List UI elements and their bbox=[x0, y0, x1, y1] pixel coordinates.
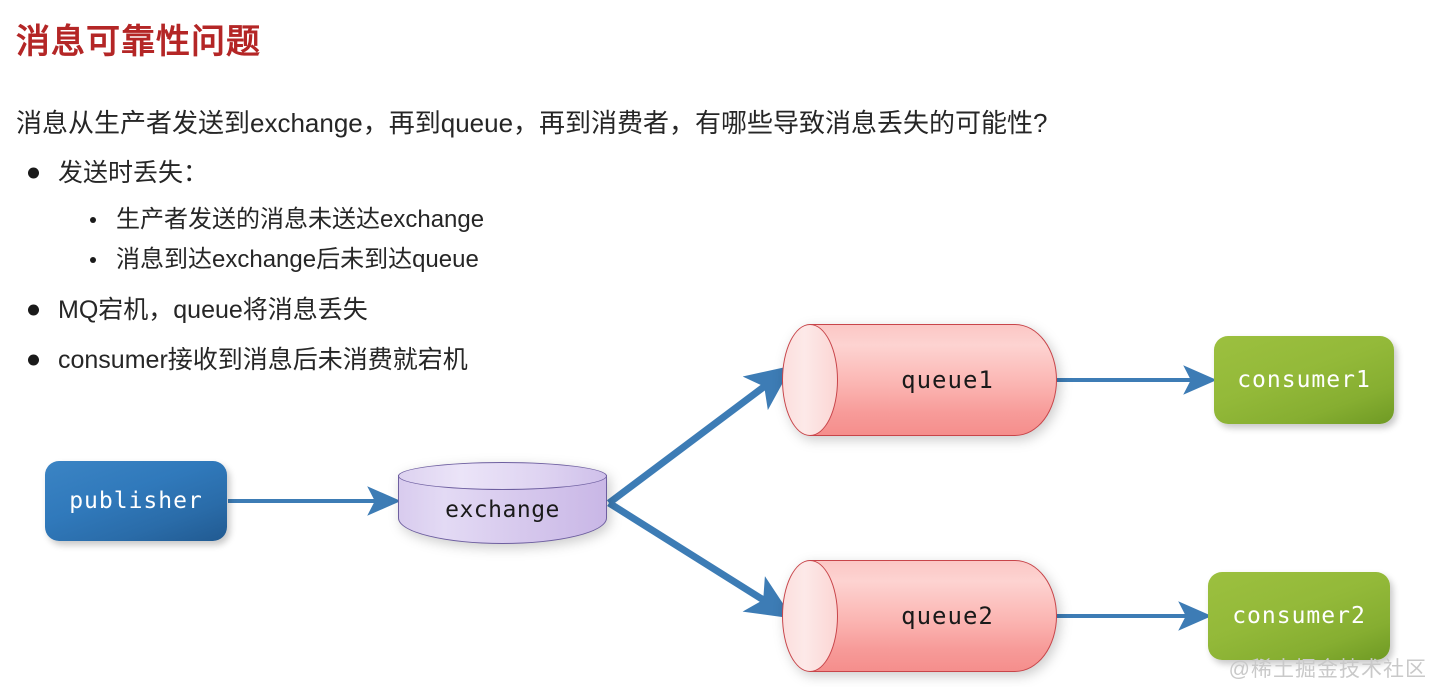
node-consumer2[interactable]: consumer2 bbox=[1208, 572, 1390, 660]
bullet-marker-icon bbox=[28, 304, 39, 316]
watermark: @稀土掘金技术社区 bbox=[1228, 658, 1427, 681]
sub-list: 生产者发送的消息未送达exchange 消息到达exchange后未到达queu… bbox=[16, 200, 716, 280]
list-item-label: consumer接收到消息后未消费就宕机 bbox=[58, 346, 468, 374]
node-exchange-label: exchange bbox=[445, 496, 560, 523]
page-title: 消息可靠性问题 bbox=[16, 23, 261, 61]
list-item: MQ宕机，queue将消息丢失 bbox=[16, 292, 716, 328]
sub-bullet-marker-icon bbox=[90, 257, 96, 263]
node-consumer1-label: consumer1 bbox=[1237, 367, 1371, 393]
list-item: consumer接收到消息后未消费就宕机 bbox=[16, 342, 716, 378]
node-publisher-label: publisher bbox=[69, 488, 203, 514]
queue2-cylinder-body bbox=[810, 560, 1057, 672]
list-item: 生产者发送的消息未送达exchange bbox=[16, 200, 716, 240]
node-queue2-label: queue2 bbox=[901, 602, 994, 630]
node-consumer1[interactable]: consumer1 bbox=[1214, 336, 1394, 424]
list-item: 发送时丢失： bbox=[16, 155, 716, 191]
list-item-label: 消息到达exchange后未到达queue bbox=[116, 246, 479, 273]
bullet-marker-icon bbox=[28, 167, 39, 179]
exchange-cylinder-top-ellipse bbox=[398, 462, 607, 490]
sub-bullet-marker-icon bbox=[90, 217, 96, 223]
node-exchange[interactable]: exchange bbox=[398, 462, 607, 544]
queue2-cylinder-left-ellipse bbox=[782, 560, 838, 672]
bullet-marker-icon bbox=[28, 354, 39, 366]
node-queue1-label: queue1 bbox=[901, 366, 994, 394]
node-queue2[interactable]: queue2 bbox=[782, 560, 1057, 672]
node-queue1[interactable]: queue1 bbox=[782, 324, 1057, 436]
queue1-cylinder-body bbox=[810, 324, 1057, 436]
queue1-cylinder-left-ellipse bbox=[782, 324, 838, 436]
question-text: 消息从生产者发送到exchange，再到queue，再到消费者，有哪些导致消息丢… bbox=[16, 108, 1048, 138]
list-item-label: 生产者发送的消息未送达exchange bbox=[116, 206, 485, 233]
list-item-label: MQ宕机，queue将消息丢失 bbox=[58, 296, 368, 324]
edge-exchange-to-queue1 bbox=[606, 365, 793, 506]
list-item-label: 发送时丢失： bbox=[58, 159, 209, 187]
list-item: 消息到达exchange后未到达queue bbox=[16, 240, 716, 280]
bullet-list: 发送时丢失： 生产者发送的消息未送达exchange 消息到达exchange后… bbox=[16, 155, 716, 387]
node-publisher[interactable]: publisher bbox=[45, 461, 227, 541]
node-consumer2-label: consumer2 bbox=[1232, 603, 1366, 629]
edge-exchange-to-queue2 bbox=[607, 500, 793, 619]
